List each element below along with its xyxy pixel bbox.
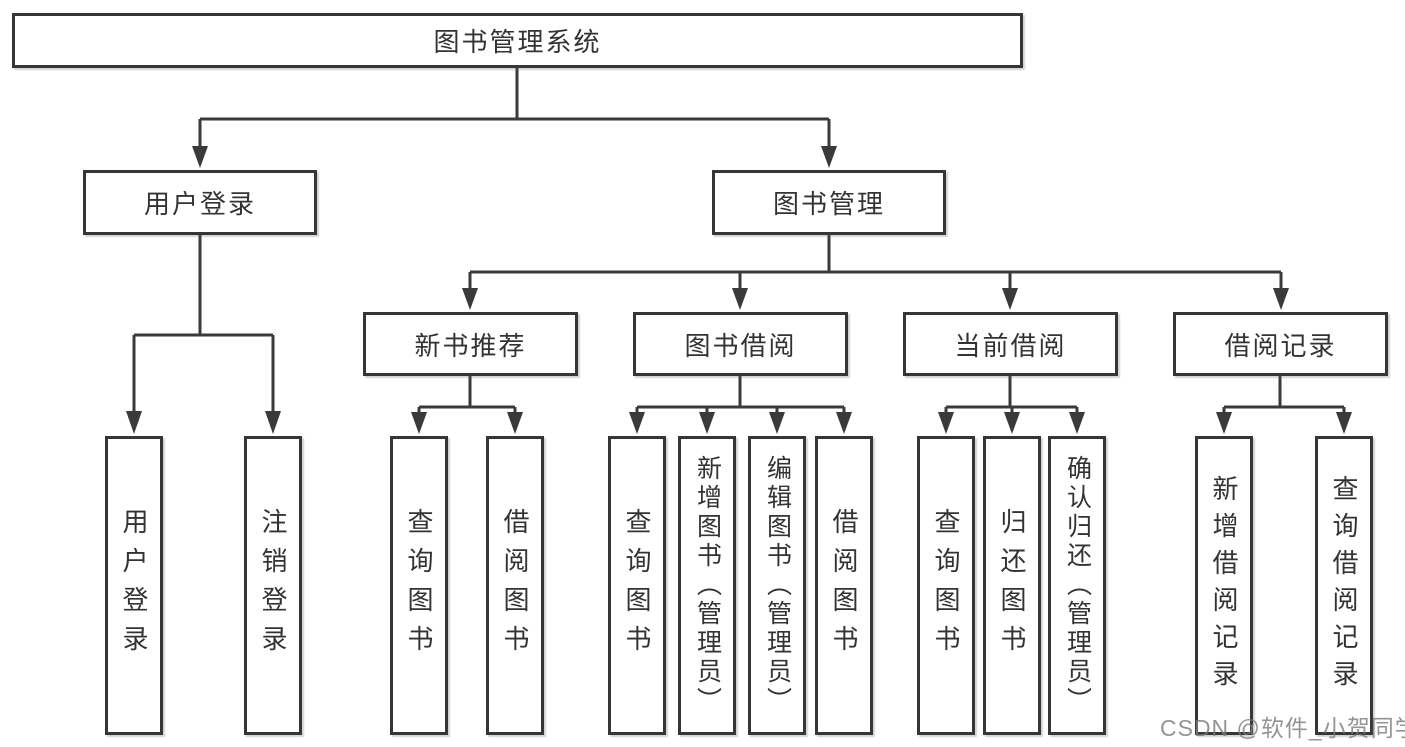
leaf-borrow-books-2: 借阅图书 (815, 436, 873, 735)
leaf-edit-books-admin-label: 编辑图书（管理员） (763, 455, 792, 716)
leaf-query-books-1-label: 查询图书 (404, 507, 434, 664)
leaf-borrow-books-1-label: 借阅图书 (500, 507, 530, 664)
node-book-management: 图书管理 (712, 170, 946, 235)
leaf-user-login-label: 用户登录 (119, 507, 149, 664)
leaf-logout-label: 注销登录 (258, 507, 288, 664)
node-new-book-recommendation-label: 新书推荐 (414, 330, 527, 361)
leaf-query-books-3: 查询图书 (917, 436, 975, 735)
leaf-query-books-2-label: 查询图书 (622, 507, 652, 664)
node-new-book-recommendation: 新书推荐 (363, 312, 578, 376)
node-current-borrowing-label: 当前借阅 (954, 330, 1067, 361)
leaf-add-borrow-record-label: 新增借阅记录 (1209, 474, 1239, 697)
leaf-query-borrow-record: 查询借阅记录 (1315, 436, 1373, 735)
leaf-query-borrow-record-label: 查询借阅记录 (1329, 474, 1359, 697)
leaf-user-login: 用户登录 (105, 436, 163, 735)
node-book-borrowing-label: 图书借阅 (684, 330, 797, 361)
node-book-borrowing: 图书借阅 (633, 312, 848, 376)
leaf-return-books-label: 归还图书 (997, 507, 1027, 664)
leaf-borrow-books-1: 借阅图书 (486, 436, 544, 735)
leaf-query-books-1: 查询图书 (390, 436, 448, 735)
leaf-return-books: 归还图书 (983, 436, 1041, 735)
node-borrowing-records-label: 借阅记录 (1224, 330, 1337, 361)
leaf-add-books-admin-label: 新增图书（管理员） (693, 455, 722, 716)
leaf-borrow-books-2-label: 借阅图书 (829, 507, 859, 664)
leaf-query-books-2: 查询图书 (608, 436, 666, 735)
leaf-confirm-return-admin: 确认归还（管理员） (1048, 436, 1106, 735)
node-user-login-label: 用户登录 (143, 189, 256, 219)
leaf-edit-books-admin: 编辑图书（管理员） (748, 436, 806, 735)
leaf-add-books-admin: 新增图书（管理员） (678, 436, 736, 735)
leaf-confirm-return-admin-label: 确认归还（管理员） (1063, 455, 1092, 716)
node-borrowing-records: 借阅记录 (1173, 312, 1388, 376)
leaf-logout: 注销登录 (244, 436, 302, 735)
node-book-management-label: 图书管理 (772, 189, 885, 219)
leaf-query-books-3-label: 查询图书 (931, 507, 961, 664)
node-current-borrowing: 当前借阅 (903, 312, 1118, 376)
node-root: 图书管理系统 (12, 13, 1023, 68)
node-root-label: 图书管理系统 (433, 27, 602, 57)
watermark: CSDN @软件_小贺同学 (1160, 715, 1405, 741)
leaf-add-borrow-record: 新增借阅记录 (1195, 436, 1253, 735)
node-user-login: 用户登录 (83, 170, 317, 235)
